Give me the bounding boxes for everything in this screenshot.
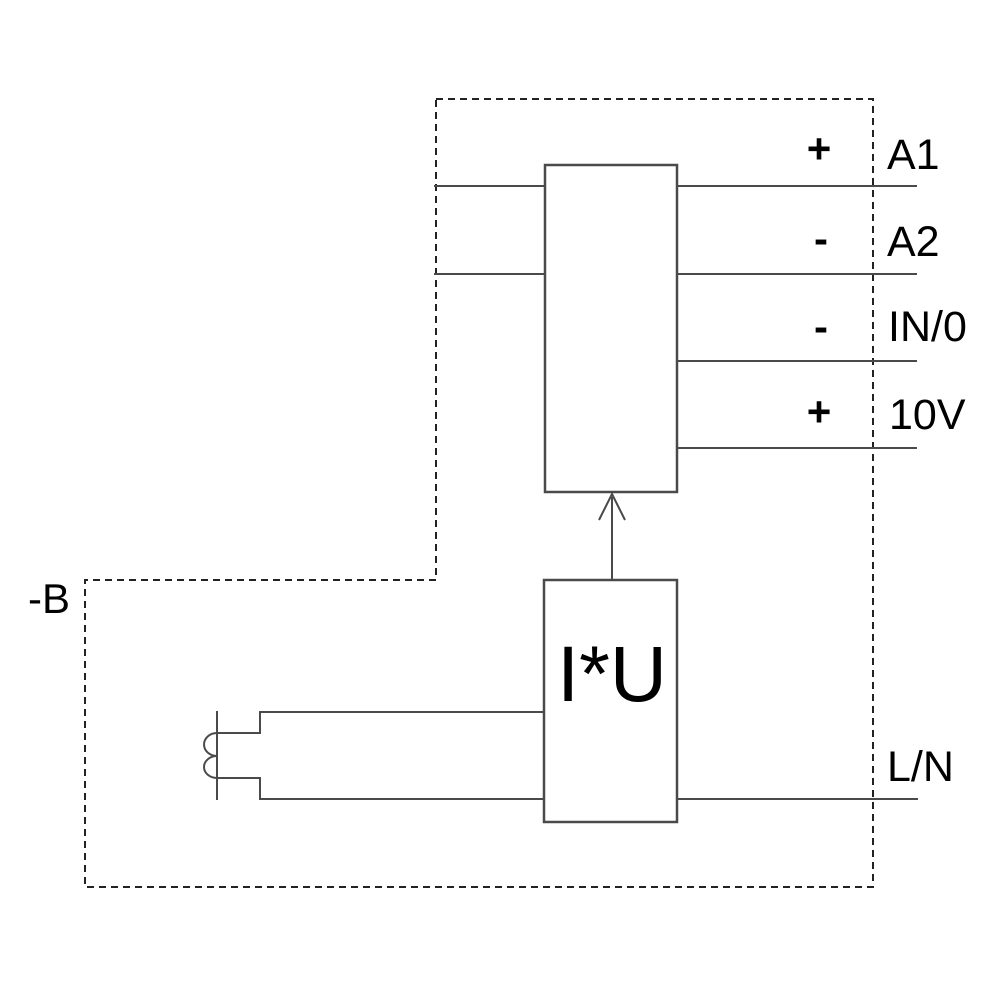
terminal-label-10v: 10V [889, 391, 966, 439]
current-transformer-symbol [203, 711, 546, 800]
converter-block-label: I*U [557, 629, 667, 718]
polarity-sign-a1: + [807, 125, 832, 172]
device-boundary-dashed-outline [84, 98, 874, 888]
terminal-label-a2: A2 [887, 218, 940, 266]
wire-transformer-to-converter-top [217, 711, 546, 734]
terminal-label-a1: A1 [887, 131, 940, 179]
transformer-winding-arcs [203, 732, 218, 779]
terminal-label-line-neutral: L/N [887, 743, 954, 791]
polarity-sign-a2: - [814, 215, 828, 262]
converter-output-arrow [598, 491, 626, 582]
polarity-sign-in0: - [814, 303, 828, 350]
converter-block [542, 578, 679, 824]
terminal-label-in0: IN/0 [888, 303, 967, 351]
arrow-head-icon [598, 491, 626, 521]
polarity-sign-10v: + [807, 388, 832, 435]
device-designation-label: -B [28, 575, 70, 622]
output-terminal-block [543, 163, 679, 494]
wire-transformer-to-converter-bottom [217, 777, 544, 800]
